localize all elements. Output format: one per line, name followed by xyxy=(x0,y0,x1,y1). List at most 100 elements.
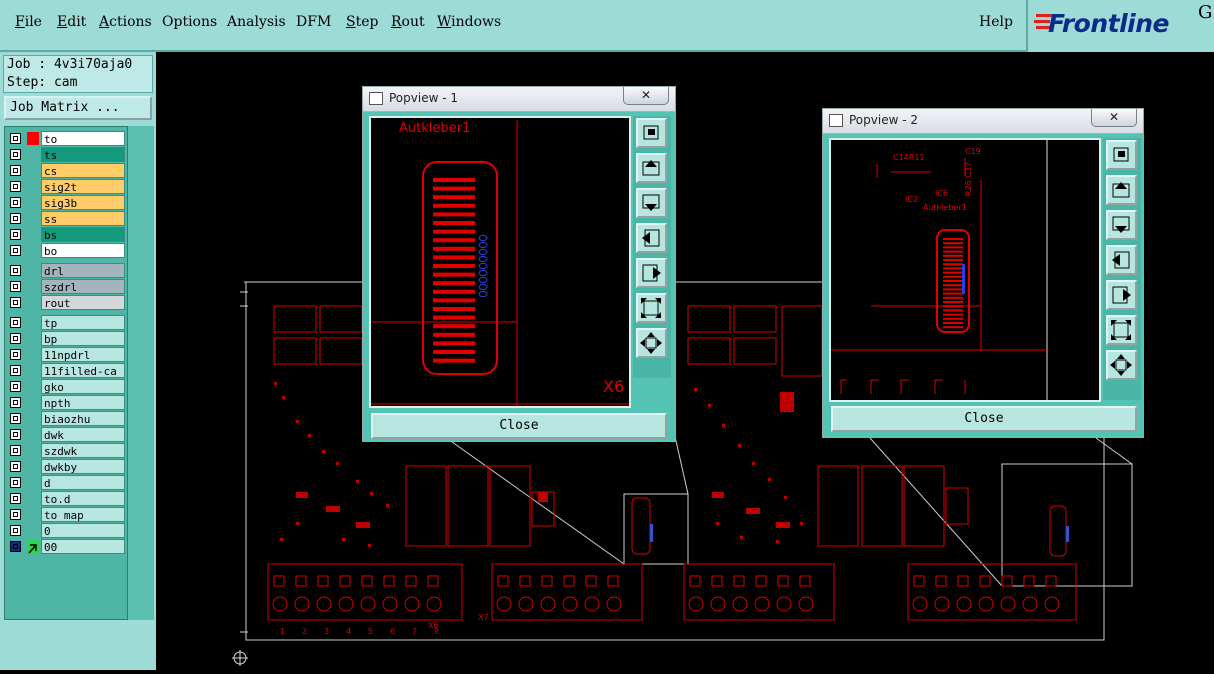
layer-row[interactable]: cs xyxy=(7,163,127,178)
layer-name[interactable]: bp xyxy=(41,331,125,346)
layer-checkbox[interactable] xyxy=(10,429,21,440)
layer-row[interactable]: 11npdrl xyxy=(7,347,127,362)
zoom-out-button[interactable] xyxy=(636,293,667,323)
layer-name[interactable]: drl xyxy=(41,263,125,278)
layer-row[interactable]: tp xyxy=(7,315,127,330)
menu-help[interactable]: Help xyxy=(979,14,1013,30)
layer-name[interactable]: 0 xyxy=(41,523,125,538)
popview-1-view[interactable]: Autkleber1 X6 xyxy=(369,116,631,408)
layer-name[interactable]: 00 xyxy=(41,539,125,554)
layer-checkbox[interactable] xyxy=(10,197,21,208)
layer-row[interactable]: npth xyxy=(7,395,127,410)
popview-2-view[interactable]: C14R11 C19 IC6 IC2 R26 C37 Autkleber1 xyxy=(829,138,1101,402)
menu-rout[interactable]: Rout xyxy=(391,14,425,30)
pan-down-button[interactable] xyxy=(636,188,667,218)
layer-name[interactable]: szdrl xyxy=(41,279,125,294)
layer-name[interactable]: bo xyxy=(41,243,125,258)
layer-checkbox[interactable] xyxy=(10,461,21,472)
zoom-in-button[interactable] xyxy=(636,328,667,358)
layer-row[interactable]: szdrl xyxy=(7,279,127,294)
pan-right-button[interactable] xyxy=(636,258,667,288)
popview-1-close-x-button[interactable]: ✕ xyxy=(623,87,669,105)
layer-checkbox[interactable] xyxy=(10,509,21,520)
layer-row[interactable]: to xyxy=(7,131,127,146)
layer-checkbox[interactable] xyxy=(10,413,21,424)
layer-row[interactable]: rout xyxy=(7,295,127,310)
layer-checkbox[interactable] xyxy=(10,133,21,144)
job-matrix-button[interactable]: Job Matrix ... xyxy=(4,96,152,120)
layer-row[interactable]: ss xyxy=(7,211,127,226)
layer-name[interactable]: d xyxy=(41,475,125,490)
graphics-canvas[interactable]: X6 X7 1 2 3 4 5 6 7 8 Popview - 1 ✕ Autk… xyxy=(156,52,1214,670)
menu-options[interactable]: Options xyxy=(162,14,218,30)
menu-step[interactable]: Step xyxy=(346,14,379,30)
layer-name[interactable]: npth xyxy=(41,395,125,410)
layer-name[interactable]: 11filled-ca xyxy=(41,363,125,378)
layer-checkbox[interactable] xyxy=(10,349,21,360)
layer-row[interactable]: gko xyxy=(7,379,127,394)
layer-color-swatch[interactable] xyxy=(27,132,39,145)
layer-checkbox[interactable] xyxy=(10,333,21,344)
layer-name[interactable]: ts xyxy=(41,147,125,162)
menu-file[interactable]: File xyxy=(15,14,42,30)
layer-row[interactable]: 00 xyxy=(7,539,127,554)
pan-up-button[interactable] xyxy=(636,153,667,183)
menu-actions[interactable]: Actions xyxy=(99,14,152,30)
layer-row[interactable]: ts xyxy=(7,147,127,162)
menu-windows[interactable]: Windows xyxy=(437,14,502,30)
menu-analysis[interactable]: Analysis xyxy=(227,14,286,30)
layer-name[interactable]: dwk xyxy=(41,427,125,442)
layer-checkbox[interactable] xyxy=(10,397,21,408)
layer-checkbox[interactable] xyxy=(10,297,21,308)
layer-row[interactable]: 0 xyxy=(7,523,127,538)
layer-checkbox[interactable] xyxy=(10,541,21,552)
layer-name[interactable]: to.d xyxy=(41,491,125,506)
zoom-in-button[interactable] xyxy=(1106,350,1137,380)
layer-checkbox[interactable] xyxy=(10,213,21,224)
zoom-fit-button[interactable] xyxy=(636,118,667,148)
zoom-fit-button[interactable] xyxy=(1106,140,1137,170)
menu-dfm[interactable]: DFM xyxy=(296,14,332,30)
layer-row[interactable]: bo xyxy=(7,243,127,258)
layer-row[interactable]: dwkby xyxy=(7,459,127,474)
layer-row[interactable]: to_map xyxy=(7,507,127,522)
pan-up-button[interactable] xyxy=(1106,175,1137,205)
pan-left-button[interactable] xyxy=(1106,245,1137,275)
layer-list-scrollbar[interactable] xyxy=(128,126,154,620)
pan-right-button[interactable] xyxy=(1106,280,1137,310)
layer-checkbox[interactable] xyxy=(10,281,21,292)
popview-2-close-x-button[interactable]: ✕ xyxy=(1091,109,1137,127)
zoom-out-button[interactable] xyxy=(1106,315,1137,345)
layer-name[interactable]: ss xyxy=(41,211,125,226)
layer-checkbox[interactable] xyxy=(10,245,21,256)
layer-name[interactable]: gko xyxy=(41,379,125,394)
layer-checkbox[interactable] xyxy=(10,493,21,504)
layer-name[interactable]: dwkby xyxy=(41,459,125,474)
layer-checkbox[interactable] xyxy=(10,229,21,240)
layer-name[interactable]: bs xyxy=(41,227,125,242)
layer-checkbox[interactable] xyxy=(10,181,21,192)
layer-checkbox[interactable] xyxy=(10,477,21,488)
layer-checkbox[interactable] xyxy=(10,265,21,276)
layer-name[interactable]: biaozhu xyxy=(41,411,125,426)
layer-row[interactable]: to.d xyxy=(7,491,127,506)
layer-checkbox[interactable] xyxy=(10,445,21,456)
layer-name[interactable]: cs xyxy=(41,163,125,178)
pan-left-button[interactable] xyxy=(636,223,667,253)
layer-name[interactable]: tp xyxy=(41,315,125,330)
layer-row[interactable]: dwk xyxy=(7,427,127,442)
layer-row[interactable]: sig3b xyxy=(7,195,127,210)
popview-2-titlebar[interactable]: Popview - 2 xyxy=(823,109,1143,134)
layer-name[interactable]: to xyxy=(41,131,125,146)
layer-name[interactable]: rout xyxy=(41,295,125,310)
layer-name[interactable]: to_map xyxy=(41,507,125,522)
layer-row[interactable]: drl xyxy=(7,263,127,278)
layer-row[interactable]: szdwk xyxy=(7,443,127,458)
layer-checkbox[interactable] xyxy=(10,365,21,376)
layer-row[interactable]: 11filled-ca xyxy=(7,363,127,378)
layer-name[interactable]: 11npdrl xyxy=(41,347,125,362)
pan-down-button[interactable] xyxy=(1106,210,1137,240)
popview-1-close-button[interactable]: Close xyxy=(371,413,667,439)
layer-row[interactable]: sig2t xyxy=(7,179,127,194)
layer-checkbox[interactable] xyxy=(10,525,21,536)
